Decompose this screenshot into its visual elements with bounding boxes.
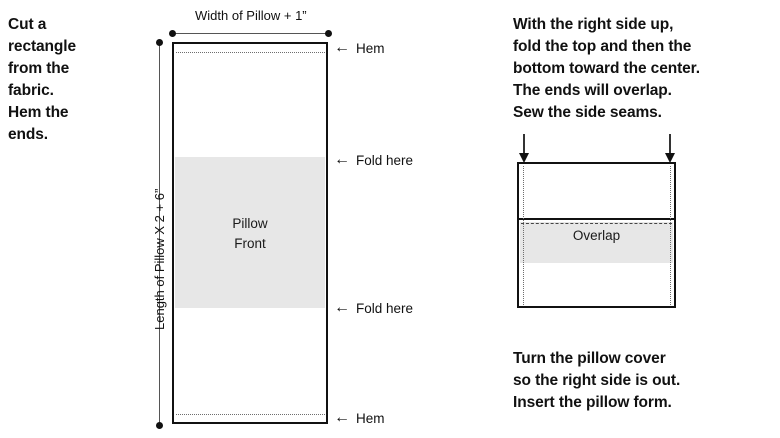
arrow-left-icon: ← bbox=[334, 299, 350, 316]
callout-hem-top: ← Hem bbox=[334, 40, 385, 56]
instruction-text-right-top: With the right side up, fold the top and… bbox=[513, 16, 700, 121]
overlap-band bbox=[520, 222, 673, 263]
width-dimension-dot-right bbox=[325, 30, 332, 37]
instruction-text-right-bottom: Turn the pillow cover so the right side … bbox=[513, 350, 681, 411]
pillow-front-label: Pillow Front bbox=[232, 216, 268, 252]
side-seam-line-left bbox=[523, 166, 524, 305]
overlap-stitch-line bbox=[521, 223, 672, 224]
instruction-text-left: Cut a rectangle from the fabric. Hem the… bbox=[8, 16, 77, 143]
hem-line-bottom bbox=[176, 414, 325, 415]
callout-hem-top-label: Hem bbox=[356, 40, 385, 56]
callout-fold-bottom-label: Fold here bbox=[356, 300, 414, 316]
down-arrow-icon-right bbox=[665, 134, 675, 163]
arrow-left-icon: ← bbox=[334, 39, 350, 56]
down-arrow-icon-left bbox=[519, 134, 529, 163]
callout-fold-top-label: Fold here bbox=[356, 152, 414, 168]
callout-hem-bottom: ← Hem bbox=[334, 410, 385, 426]
callout-hem-bottom-label: Hem bbox=[356, 410, 385, 426]
arrow-left-icon: ← bbox=[334, 151, 350, 168]
arrow-left-icon: ← bbox=[334, 409, 350, 426]
width-dimension-dot-left bbox=[169, 30, 176, 37]
length-dimension-dot-bottom bbox=[156, 422, 163, 429]
pillow-front-band bbox=[175, 157, 325, 308]
callout-fold-bottom: ← Fold here bbox=[334, 300, 413, 316]
length-dimension-line bbox=[159, 42, 160, 425]
callout-fold-top: ← Fold here bbox=[334, 152, 413, 168]
overlap-label: Overlap bbox=[572, 228, 621, 243]
width-dimension-label: Width of Pillow + 1” bbox=[195, 8, 307, 23]
length-dimension-dot-top bbox=[156, 39, 163, 46]
width-dimension-line bbox=[172, 33, 328, 34]
hem-line-top bbox=[176, 52, 325, 53]
length-dimension-label: Length of Pillow X 2 + 6” bbox=[152, 188, 167, 330]
fold-edge-line bbox=[519, 218, 674, 220]
side-seam-line-right bbox=[670, 166, 671, 305]
